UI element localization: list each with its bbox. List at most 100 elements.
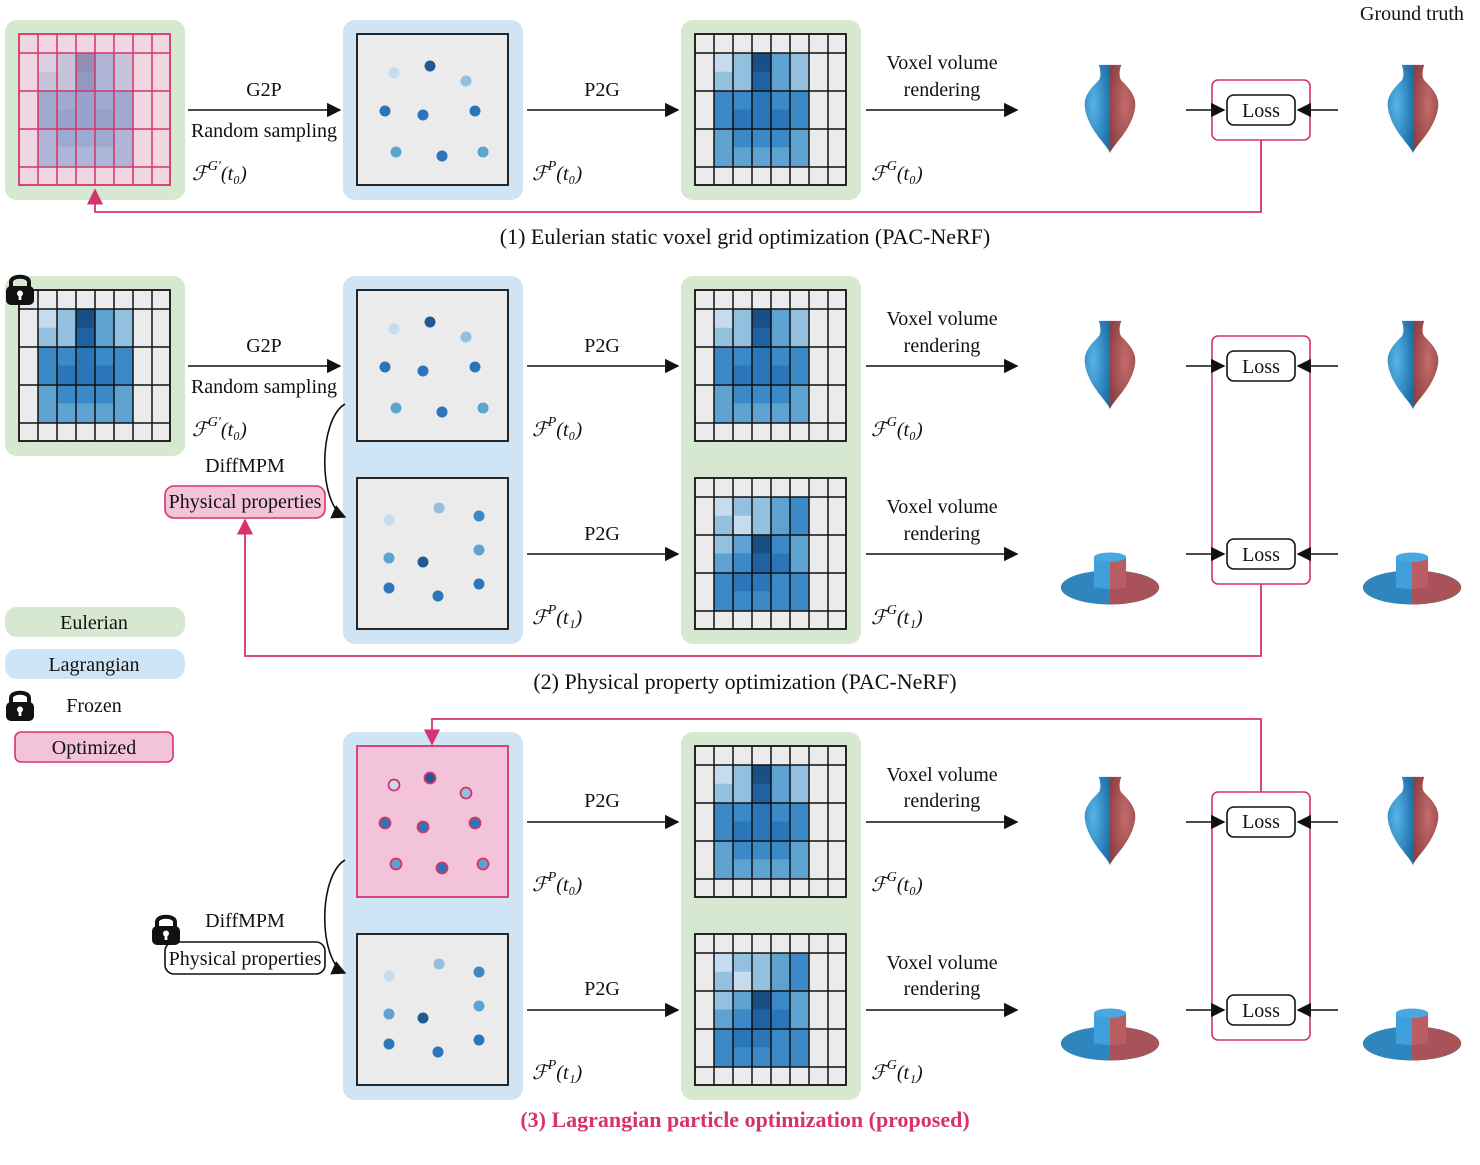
voxel-cell — [771, 496, 791, 517]
diffmpm-arrow — [324, 403, 347, 519]
voxel-cell — [771, 821, 791, 841]
particle-dot — [473, 1034, 485, 1046]
voxel-cell — [771, 591, 791, 611]
voxel-cell — [752, 802, 772, 822]
voxel-cell — [733, 990, 753, 1010]
voxel-cell — [752, 327, 772, 348]
voxel-cell — [752, 346, 772, 366]
particle-dot — [390, 402, 402, 414]
voxel-cell — [752, 591, 772, 611]
voxel-cell — [733, 971, 753, 992]
particle-dot — [468, 816, 482, 830]
particle-field-formula-t1: ℱP(t₁) — [532, 603, 582, 629]
voxel-cell — [790, 764, 810, 785]
voxel-cell — [733, 147, 753, 167]
particle-dot — [388, 67, 400, 79]
particle-dot — [473, 544, 485, 556]
voxel-cell — [76, 346, 96, 366]
voxel-cell — [752, 1028, 772, 1048]
voxel-cell — [752, 971, 772, 992]
voxel-grid-frame — [694, 33, 847, 186]
voxel-cell — [733, 572, 753, 592]
voxel-cell — [733, 1047, 753, 1067]
particle-dot — [387, 778, 401, 792]
voxel-cell — [752, 840, 772, 860]
voxel-cell — [790, 109, 810, 129]
voxel-grid-t1 — [694, 477, 847, 630]
particle-dot — [379, 361, 391, 373]
voxel-cell — [752, 1047, 772, 1067]
loss-label: Loss — [1242, 1000, 1280, 1022]
particle-dot — [473, 578, 485, 590]
voxel-cell — [714, 821, 734, 841]
voxel-cell — [57, 384, 77, 404]
flat-render-t1 — [1060, 552, 1160, 605]
voxel-cell — [771, 1009, 791, 1029]
voxel-cell — [771, 553, 791, 573]
particle-dot — [460, 331, 472, 343]
voxel-cell — [752, 109, 772, 129]
loss-feedback-line — [236, 518, 1262, 657]
flat-ground-truth-t1 — [1362, 1008, 1462, 1061]
voxel-cell — [752, 128, 772, 148]
particle-field-formula: ℱP(t₀) — [532, 159, 582, 185]
voxel-field-formula: ℱG(t₀) — [871, 870, 923, 896]
voxel-cell — [790, 71, 810, 92]
voxel-cell — [714, 1047, 734, 1067]
particle-panel-frame — [356, 33, 509, 186]
voxel-cell — [114, 308, 134, 329]
flat-render-t1 — [1060, 1008, 1160, 1061]
voxel-cell — [95, 384, 115, 404]
voxel-cell — [790, 572, 810, 592]
p2g-label: P2G — [584, 523, 620, 545]
voxel-cell — [771, 327, 791, 348]
voxel-cell — [38, 346, 58, 366]
particle-dot — [417, 1012, 429, 1024]
particle-field-formula: ℱP(t₀) — [532, 415, 582, 441]
legend-optimized-swatch — [14, 731, 174, 763]
voxel-cell — [733, 952, 753, 973]
voxel-cell — [714, 591, 734, 611]
loss-label: Loss — [1242, 356, 1280, 378]
particle-field-formula-t1: ℱP(t₁) — [532, 1058, 582, 1084]
voxel-grid-frame — [18, 289, 171, 442]
voxel-cell — [57, 308, 77, 329]
voxel-cell — [733, 591, 753, 611]
voxel-rendering-label-line1: Voxel volume — [886, 496, 997, 518]
voxel-rendering-label-line1: Voxel volume — [886, 764, 997, 786]
voxel-grid-initial-frozen — [18, 289, 171, 442]
voxel-cell — [771, 764, 791, 785]
loss-feedback-line — [423, 718, 1262, 792]
voxel-grid-frame — [694, 477, 847, 630]
voxel-cell — [95, 327, 115, 348]
voxel-cell — [771, 90, 791, 110]
voxel-cell — [733, 327, 753, 348]
voxel-cell — [114, 327, 134, 348]
voxel-cell — [714, 1009, 734, 1029]
caption-row-1: (1) Eulerian static voxel grid optimizat… — [500, 224, 990, 249]
legend-frozen-label: Frozen — [66, 695, 122, 717]
loss-box — [1226, 538, 1296, 570]
voxel-rendering-label-line2: rendering — [904, 79, 981, 101]
voxel-cell — [733, 515, 753, 536]
particle-dot — [417, 109, 429, 121]
voxel-cell — [790, 990, 810, 1010]
voxel-rendering-label-line2: rendering — [904, 335, 981, 357]
voxel-cell — [114, 384, 134, 404]
voxel-cell — [38, 403, 58, 423]
voxel-cell — [114, 346, 134, 366]
loss-feedback-line — [86, 140, 1262, 213]
voxel-cell — [714, 840, 734, 860]
voxel-cell — [790, 308, 810, 329]
voxel-cell — [790, 128, 810, 148]
voxel-cell — [752, 496, 772, 517]
g2p-label: G2P — [246, 335, 282, 357]
voxel-rendering-label-line2: rendering — [904, 523, 981, 545]
ground-truth-label: Ground truth — [1360, 3, 1464, 25]
voxel-cell — [771, 802, 791, 822]
voxel-cell — [790, 403, 810, 423]
particle-dot — [477, 146, 489, 158]
voxel-cell — [771, 515, 791, 536]
voxel-cell — [714, 990, 734, 1010]
